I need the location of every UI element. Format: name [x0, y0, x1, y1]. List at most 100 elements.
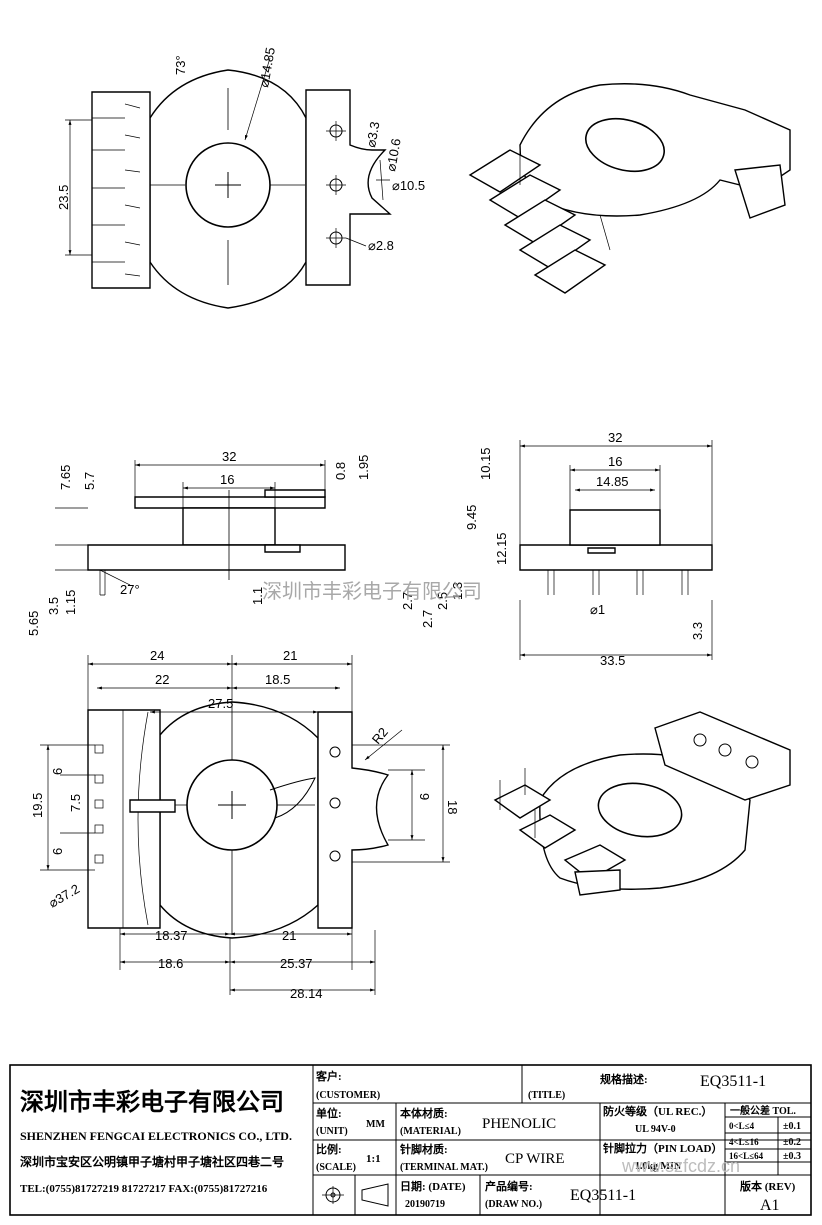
- rev-value: A1: [760, 1197, 780, 1214]
- dim-bot-6b: 6: [50, 848, 65, 855]
- dim-front-14.85: 14.85: [596, 474, 629, 489]
- date-value: 20190719: [405, 1199, 445, 1210]
- dim-top-dia14.85: ⌀14.85: [256, 46, 278, 88]
- tol-range-3: 16<L≤64: [729, 1151, 764, 1161]
- dim-side-27deg: 27°: [120, 582, 140, 597]
- material-label-cn: 本体材质:: [400, 1106, 448, 1120]
- terminal-value: CP WIRE: [505, 1151, 565, 1167]
- company-phones: TEL:(0755)81727219 81727217 FAX:(0755)81…: [20, 1183, 268, 1195]
- drawno-label-cn: 产品编号:: [485, 1179, 533, 1193]
- dim-side-3.5: 3.5: [46, 597, 61, 615]
- scale-value: 1:1: [366, 1153, 381, 1165]
- scale-label-en: (SCALE): [316, 1162, 356, 1173]
- dim-top-23.5: 23.5: [56, 185, 71, 210]
- dim-side-32: 32: [222, 449, 236, 464]
- dim-top-73deg: 73°: [173, 55, 188, 75]
- company-name-en: SHENZHEN FENGCAI ELECTRONICS CO., LTD.: [20, 1129, 292, 1143]
- dim-side-2.7a: 2.7: [400, 592, 415, 610]
- dim-bot-19.5: 19.5: [30, 793, 45, 818]
- front-view: 32 16 14.85 ⌀1 3.3 33.5: [519, 430, 713, 668]
- dim-bot-21: 21: [283, 648, 297, 663]
- side-view: 32 16 7.65 5.7 0.8 1.95 10.15 9.45 12.15…: [26, 447, 509, 636]
- ul-label: 防火等级（UL REC.）: [603, 1104, 712, 1118]
- dim-top-dia10.6: ⌀10.6: [383, 137, 404, 172]
- ul-value: UL 94V-0: [635, 1124, 676, 1135]
- dim-front-32: 32: [608, 430, 622, 445]
- customer-label-cn: 客户:: [315, 1069, 342, 1083]
- dim-bot-18.5: 18.5: [265, 672, 290, 687]
- date-label: 日期: (DATE): [400, 1179, 466, 1193]
- dim-bot-18.6: 18.6: [158, 956, 183, 971]
- tol-value-2: ±0.2: [783, 1137, 801, 1148]
- tol-range-1: 0<L≤4: [729, 1121, 755, 1131]
- dim-side-1.1: 1.1: [250, 587, 265, 605]
- title-value: EQ3511-1: [700, 1073, 766, 1090]
- dim-side-1.3: 1.3: [450, 582, 465, 600]
- dim-side-2.5: 2.5: [435, 592, 450, 610]
- dim-side-2.7b: 2.7: [420, 610, 435, 628]
- bottom-view: 24 21 22 18.5 27.5 R2 6 19.5 7.5 6 9 18 …: [30, 648, 460, 1001]
- dim-side-12.15: 12.15: [494, 532, 509, 565]
- dim-side-1.15: 1.15: [63, 590, 78, 615]
- terminal-label-cn: 针脚材质:: [400, 1142, 448, 1156]
- customer-label-en: (CUSTOMER): [316, 1090, 380, 1101]
- scale-label-cn: 比例:: [316, 1142, 342, 1156]
- dim-side-9.45: 9.45: [464, 505, 479, 530]
- title-label-cn: 规格描述:: [600, 1072, 648, 1086]
- dim-front-33.5: 33.5: [600, 653, 625, 668]
- dim-bot-18.37: 18.37: [155, 928, 188, 943]
- company-address: 深圳市宝安区公明镇甲子塘村甲子塘社区四巷二号: [20, 1154, 284, 1169]
- dim-bot-22: 22: [155, 672, 169, 687]
- dim-bot-24: 24: [150, 648, 164, 663]
- dim-side-1.95: 1.95: [356, 455, 371, 480]
- dim-bot-6a: 6: [50, 768, 65, 775]
- dim-front-dia1: ⌀1: [590, 602, 605, 617]
- unit-label-cn: 单位:: [316, 1106, 342, 1120]
- dim-front-3.3: 3.3: [690, 622, 705, 640]
- dim-side-0.8: 0.8: [333, 462, 348, 480]
- rev-label: 版本 (REV): [740, 1179, 796, 1193]
- drawno-label-en: (DRAW NO.): [485, 1199, 542, 1210]
- watermark-url: www.szfcdz.cn: [621, 1156, 740, 1176]
- dim-bot-R2: R2: [369, 725, 391, 747]
- unit-value: MM: [366, 1119, 385, 1130]
- tol-value-1: ±0.1: [783, 1121, 801, 1132]
- title-block: 深圳市丰彩电子有限公司 SHENZHEN FENGCAI ELECTRONICS…: [9, 1064, 812, 1216]
- material-label-en: (MATERIAL): [400, 1126, 461, 1137]
- drawno-value: EQ3511-1: [570, 1187, 636, 1204]
- tolerance-label: 一般公差 TOL.: [730, 1104, 796, 1117]
- dim-side-7.65: 7.65: [58, 465, 73, 490]
- tol-range-2: 4<L≤16: [729, 1137, 759, 1147]
- dim-top-dia2.8: ⌀2.8: [368, 238, 394, 253]
- dim-bot-28.14: 28.14: [290, 986, 323, 1001]
- material-value: PHENOLIC: [482, 1116, 556, 1132]
- dim-side-10.15: 10.15: [478, 447, 493, 480]
- projection-symbol-icon: [322, 1186, 344, 1204]
- company-name-cn: 深圳市丰彩电子有限公司: [20, 1088, 284, 1116]
- dim-side-5.65: 5.65: [26, 611, 41, 636]
- terminal-label-en: (TERMINAL MAT.): [400, 1162, 488, 1173]
- dim-side-16: 16: [220, 472, 234, 487]
- pinload-label: 针脚拉力（PIN LOAD）: [603, 1141, 722, 1155]
- dim-top-dia3.3: ⌀3.3: [363, 120, 382, 148]
- dim-bot-18: 18: [445, 800, 460, 814]
- dim-top-dia10.5: ⌀10.5: [392, 178, 425, 193]
- title-label-en: (TITLE): [528, 1090, 565, 1101]
- dim-front-16: 16: [608, 454, 622, 469]
- projection-cone-icon: [361, 1183, 389, 1207]
- dim-side-5.7: 5.7: [82, 472, 97, 490]
- iso-view-top: [468, 83, 791, 294]
- dim-bot-27.5: 27.5: [208, 696, 233, 711]
- dim-bot-dia37.2: ⌀37.2: [46, 881, 82, 911]
- unit-label-en: (UNIT): [316, 1126, 348, 1137]
- pinload-value: 1.0kg MIN: [635, 1161, 682, 1172]
- watermark-text: 深圳市丰彩电子有限公司: [262, 579, 482, 603]
- iso-view-bottom: [493, 711, 791, 896]
- tol-value-3: ±0.3: [783, 1151, 801, 1162]
- dim-bot-21b: 21: [282, 928, 296, 943]
- dim-bot-9: 9: [417, 793, 432, 800]
- top-view: 23.5 73° ⌀14.85 ⌀3.3 ⌀10.6 ⌀10.5 ⌀2.8: [56, 46, 425, 309]
- dim-bot-25.37: 25.37: [280, 956, 313, 971]
- dim-bot-7.5: 7.5: [68, 794, 83, 812]
